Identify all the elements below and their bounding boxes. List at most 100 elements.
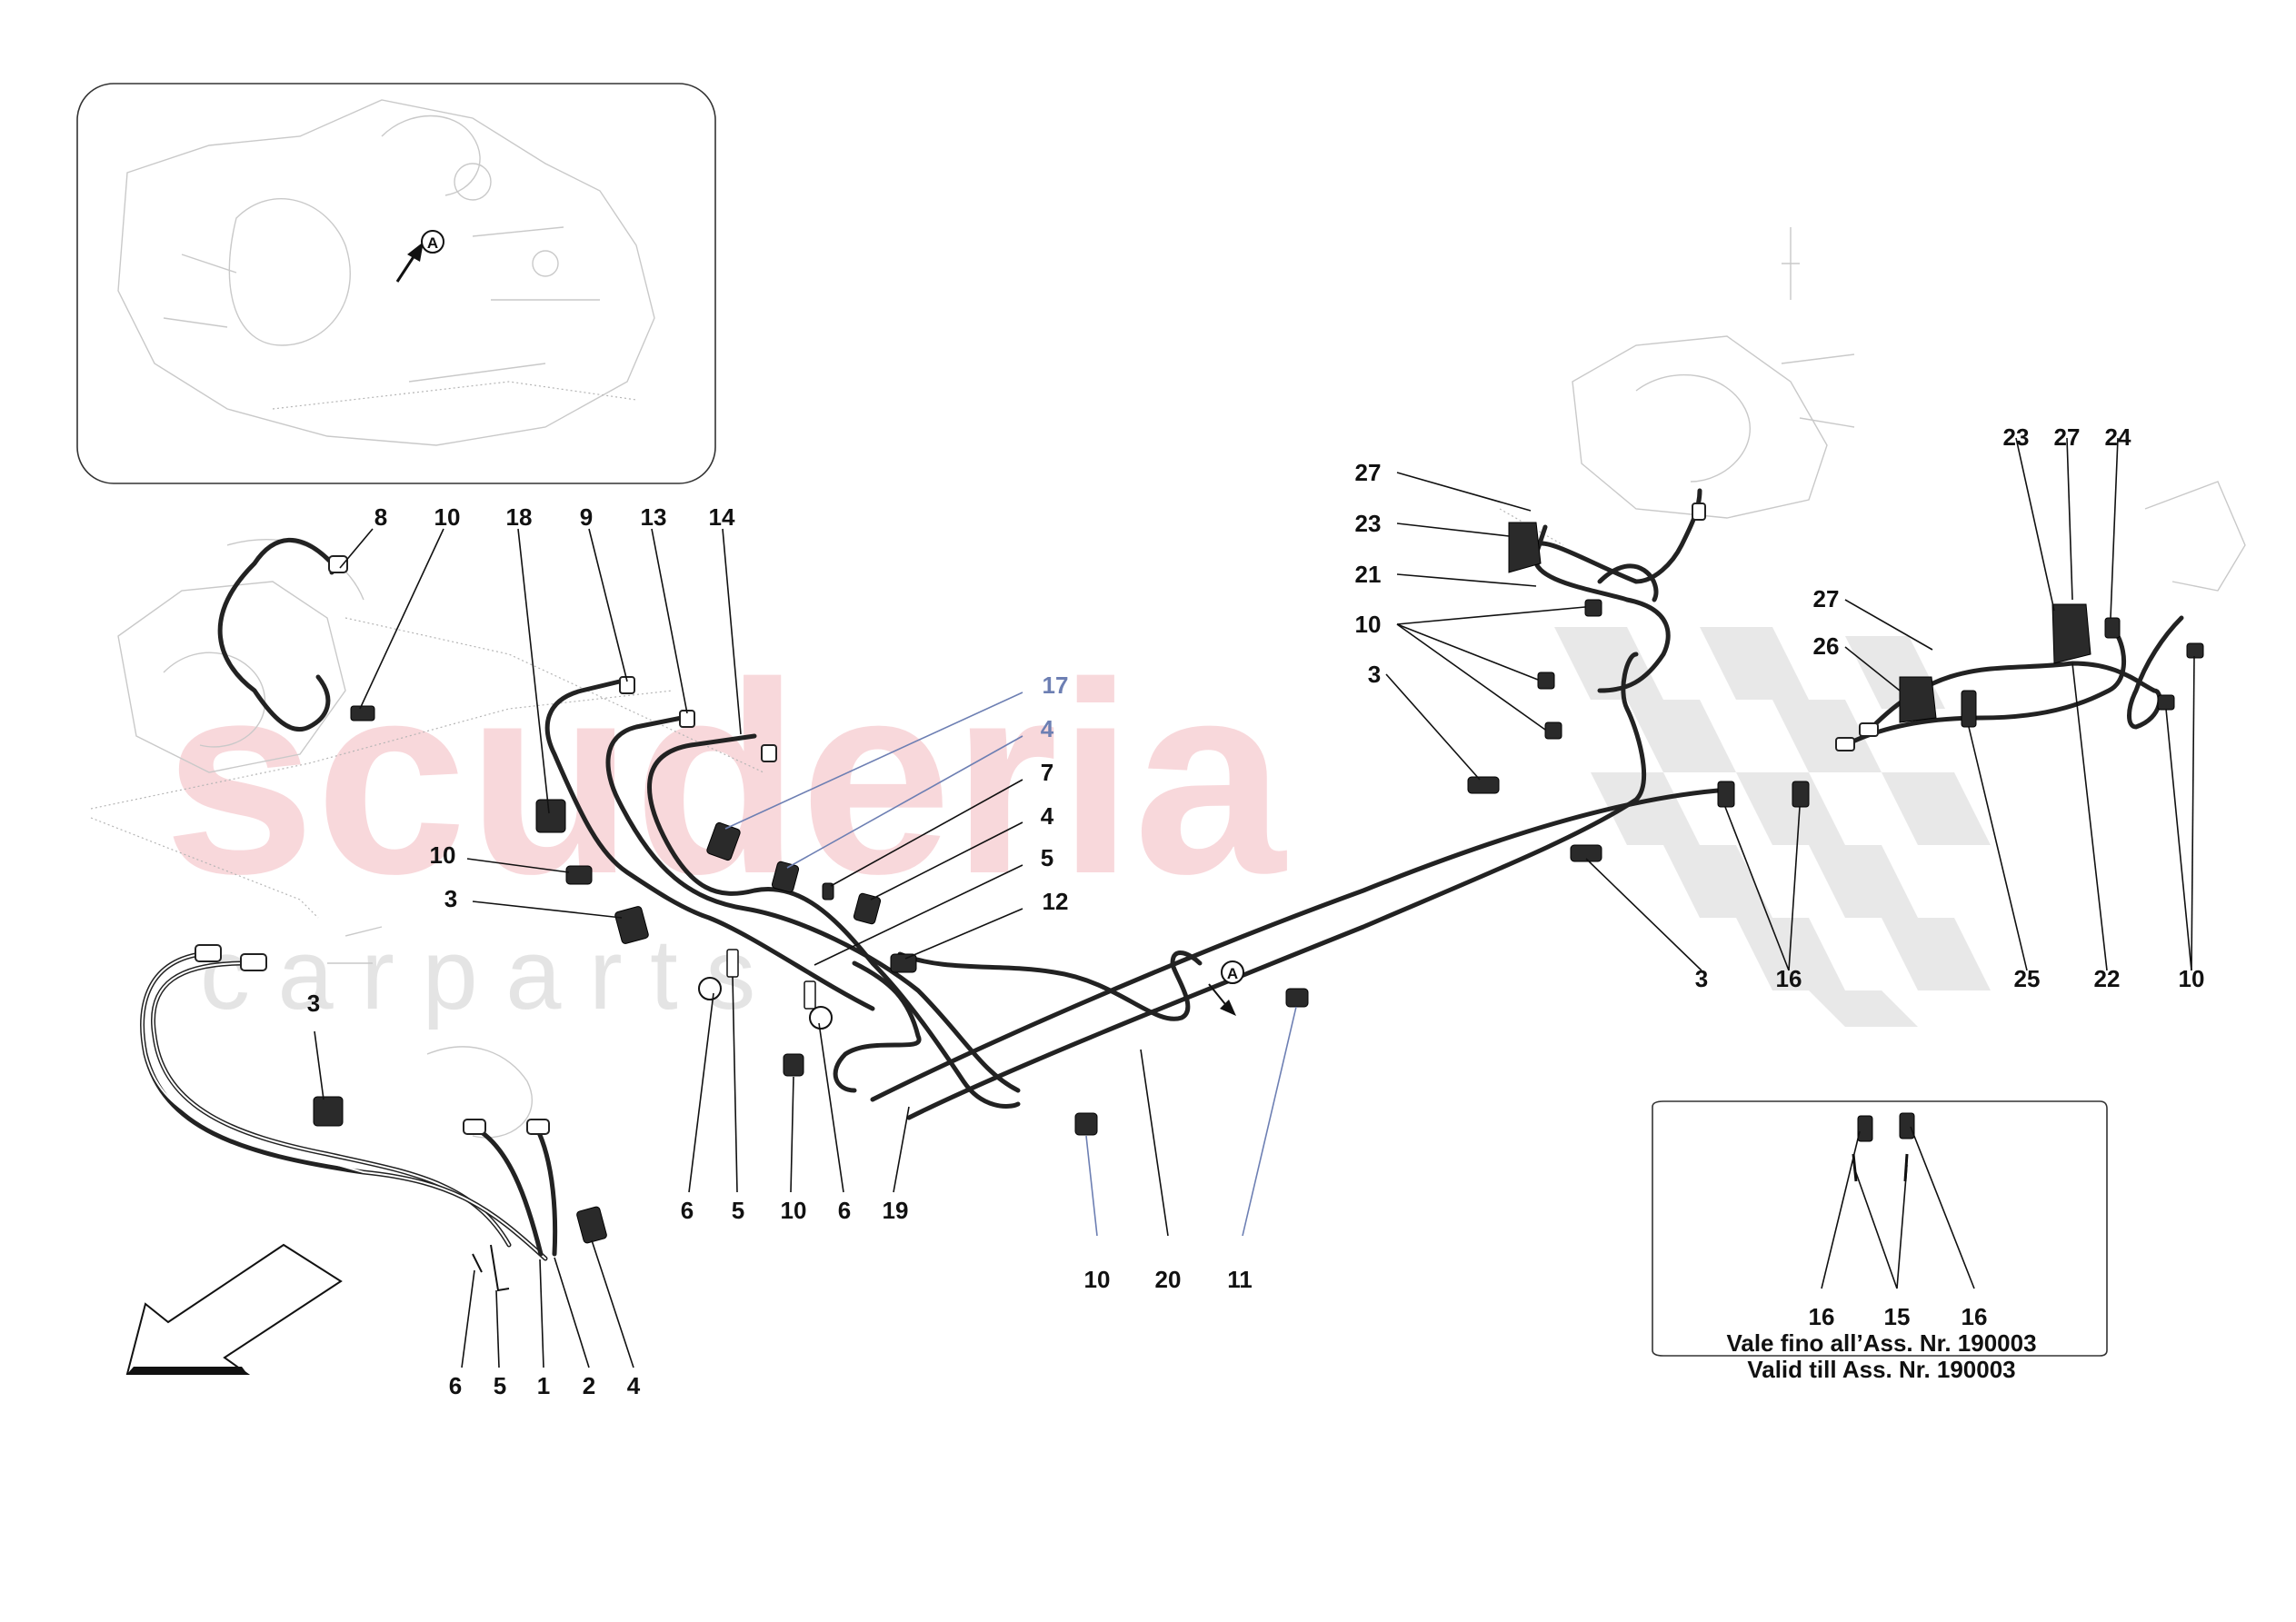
clip-3-right — [1467, 776, 1500, 794]
inset-arrow-icon: A — [395, 230, 444, 283]
callout-3: 3 — [307, 990, 320, 1017]
bracket-23-left — [1508, 522, 1542, 573]
callout-1: 1 — [537, 1372, 550, 1399]
leader-lines — [314, 437, 2195, 1368]
clip-4-mid — [853, 892, 882, 925]
nut-24 — [2104, 617, 2121, 639]
callout-6: 6 — [449, 1372, 462, 1399]
watermark: scuderia c a r p a r t s — [164, 625, 1991, 1030]
pipe-assembly — [140, 488, 2184, 1261]
clip-16-inset-right — [1899, 1112, 1915, 1139]
callout-26: 26 — [1813, 632, 1840, 660]
callout-21: 21 — [1355, 561, 1382, 588]
callout-4: 4 — [1041, 802, 1054, 830]
callout-5: 5 — [732, 1197, 744, 1224]
clip-10-far-right-a — [2186, 642, 2204, 659]
inset-engine-sketch — [117, 99, 655, 446]
callout-11: 11 — [1227, 1266, 1253, 1293]
callout-9: 9 — [580, 503, 593, 531]
callout-27: 27 — [2054, 423, 2081, 451]
watermark-main-text: scuderia — [164, 625, 1287, 930]
clip-10-mid-left — [565, 865, 593, 885]
callout-17: 17 — [1043, 672, 1069, 699]
clip-12 — [890, 953, 917, 973]
checkered-flag-icon — [1554, 627, 1991, 1027]
watermark-sub-text: c a r p a r t s — [200, 919, 755, 1030]
direction-arrow-icon — [125, 1243, 343, 1375]
validity-note-line1: Vale fino all’Ass. Nr. 190003 — [1726, 1329, 2036, 1357]
callout-27: 27 — [1355, 459, 1382, 486]
callout-10: 10 — [430, 841, 456, 869]
clip-17 — [706, 821, 741, 861]
callout-6: 6 — [681, 1197, 694, 1224]
callout-7: 7 — [1041, 759, 1053, 786]
clip-10-right-a — [1584, 599, 1602, 617]
callout-25: 25 — [2014, 965, 2041, 992]
clip-11 — [1285, 988, 1309, 1008]
inset-view: A — [76, 83, 716, 484]
clip-25 — [1961, 690, 1977, 728]
background-gearbox-sketch-right — [1499, 227, 2246, 592]
callout-5: 5 — [1041, 844, 1053, 871]
callout-19: 19 — [883, 1197, 909, 1224]
callout-10: 10 — [1084, 1266, 1111, 1293]
callout-2: 2 — [583, 1372, 595, 1399]
washer-6-a — [698, 977, 722, 1000]
callout-16: 16 — [1962, 1303, 1988, 1330]
bracket-18 — [535, 799, 566, 833]
callout-10: 10 — [781, 1197, 807, 1224]
callout-23: 23 — [1355, 510, 1382, 537]
callout-3: 3 — [1368, 661, 1381, 688]
clip-10-upper-left — [350, 705, 375, 721]
clip-10-far-right-b — [2157, 694, 2175, 711]
clip-10-right-b — [1537, 672, 1555, 690]
clip-16-right — [1792, 781, 1810, 808]
callout-27: 27 — [1813, 585, 1840, 612]
callout-24: 24 — [2105, 423, 2131, 451]
plate-5-b — [804, 980, 816, 1010]
inset-marker-label: A — [427, 234, 438, 252]
callout-12: 12 — [1043, 888, 1069, 915]
callout-10: 10 — [1355, 611, 1382, 638]
callout-5: 5 — [494, 1372, 506, 1399]
callout-23: 23 — [2003, 423, 2030, 451]
validity-inset — [1652, 1100, 2108, 1357]
callout-6: 6 — [838, 1197, 851, 1224]
callout-10: 10 — [2179, 965, 2205, 992]
callout-8: 8 — [374, 503, 387, 531]
callout-14: 14 — [709, 503, 735, 531]
validity-note-line2: Valid till Ass. Nr. 190003 — [1747, 1356, 2015, 1383]
clip-4-lower — [576, 1206, 607, 1244]
callout-22: 22 — [2094, 965, 2121, 992]
view-marker-label: A — [1227, 965, 1238, 982]
view-a-arrow-icon: A — [1208, 960, 1244, 1016]
callout-16: 16 — [1776, 965, 1802, 992]
clip-3-lower-left — [313, 1096, 344, 1127]
clip-10-lower — [783, 1053, 804, 1077]
clip-10-right-c — [1544, 721, 1562, 740]
callout-18: 18 — [506, 503, 533, 531]
clip-16-inset-left — [1857, 1115, 1873, 1142]
callout-4: 4 — [1041, 715, 1054, 742]
callout-10: 10 — [434, 503, 461, 531]
callout-3: 3 — [444, 885, 457, 912]
clip-3-right-lower — [1570, 844, 1602, 862]
clip-10-bottom — [1074, 1112, 1098, 1136]
bracket-23-right — [2051, 603, 2091, 664]
clip-4-upper — [771, 861, 800, 893]
callout-20: 20 — [1155, 1266, 1182, 1293]
callout-16: 16 — [1809, 1303, 1835, 1330]
callout-13: 13 — [641, 503, 667, 531]
pin-6-5 — [472, 1244, 510, 1292]
washer-6-b — [809, 1006, 833, 1030]
callout-4: 4 — [627, 1372, 641, 1399]
clip-3-mid-left — [614, 906, 649, 944]
clips — [313, 522, 2204, 1292]
bracket-26 — [1899, 676, 1937, 723]
plate-5-a — [726, 949, 739, 978]
callout-labels: 8 10 18 9 13 14 17 4 7 4 5 12 10 3 3 6 5… — [307, 423, 2205, 1399]
clip-16-left — [1717, 781, 1735, 808]
callout-15: 15 — [1884, 1303, 1911, 1330]
screw-7 — [822, 882, 834, 901]
